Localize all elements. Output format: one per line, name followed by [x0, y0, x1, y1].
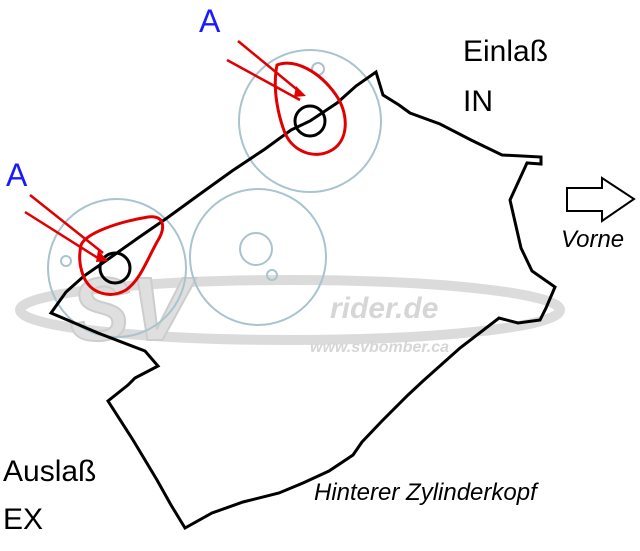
exhaust-camshaft [98, 251, 132, 285]
cam-mark-label-lower: A [6, 157, 28, 193]
intake-cam-gear [238, 49, 382, 193]
watermark-sv-text: SV [70, 260, 197, 360]
intake-abbr: IN [463, 85, 493, 118]
watermark-url-text: www.svbomber.ca [310, 339, 449, 356]
intake-title: Einlaß [463, 35, 549, 68]
idler-gear-hub [239, 232, 273, 266]
gear-train [47, 49, 382, 338]
intake-camshaft [293, 104, 327, 138]
direction-label: Vorne [561, 226, 625, 253]
exhaust-abbr: EX [3, 503, 44, 536]
cylinder-head-outline [48, 69, 557, 531]
intake-cam-marker [226, 40, 347, 156]
watermark-logo: SV rider.de www.svbomber.ca [15, 259, 565, 361]
cam-mark-label-upper: A [199, 3, 221, 39]
exhaust-cam-marker [24, 194, 165, 296]
idler-gear-hole [266, 269, 278, 281]
exhaust-title: Auslaß [3, 455, 97, 488]
watermark-brand-text: rider.de [330, 292, 438, 325]
forward-arrow-icon [566, 176, 636, 223]
idler-gear [189, 188, 327, 326]
diagram-caption: Hinterer Zylinderkopf [314, 479, 537, 506]
exhaust-cam-gear [47, 198, 187, 338]
exhaust-gear-hole [60, 255, 72, 267]
